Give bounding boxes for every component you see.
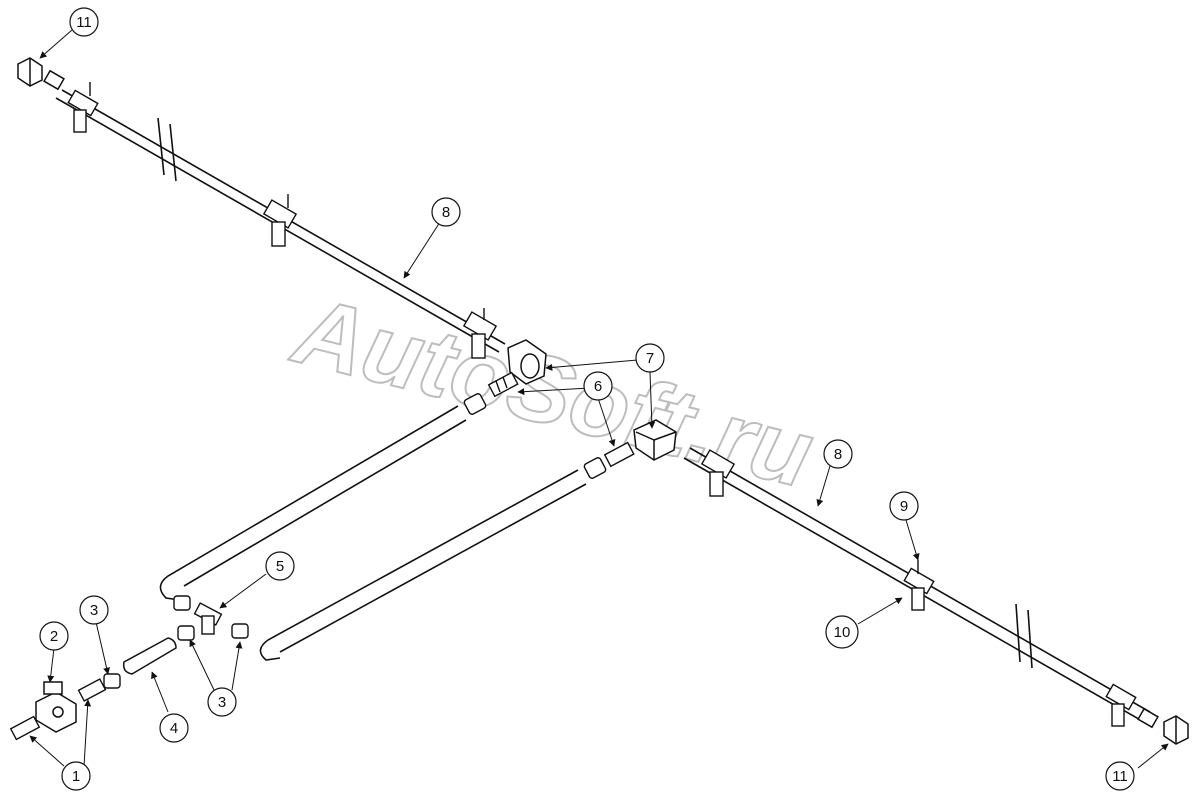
short-hose bbox=[122, 637, 177, 675]
callout-2: 2 bbox=[39, 621, 69, 651]
callout-4: 4 bbox=[159, 713, 189, 743]
callout-8-upper: 8 bbox=[431, 197, 461, 227]
hose-barb bbox=[77, 678, 107, 702]
callout-number: 1 bbox=[72, 768, 80, 785]
callout-number: 6 bbox=[594, 378, 602, 395]
hose-upper bbox=[159, 405, 467, 601]
hose-clamp bbox=[173, 595, 249, 641]
callout-6: 6 bbox=[583, 371, 613, 401]
tee-fitting bbox=[633, 419, 677, 461]
hose-barb bbox=[487, 371, 519, 398]
end-cap-bottom-right bbox=[1137, 707, 1189, 745]
nozzle-clamp bbox=[262, 194, 298, 247]
callout-number: 10 bbox=[834, 624, 851, 641]
callout-number: 7 bbox=[646, 350, 654, 367]
callout-3-left: 3 bbox=[79, 595, 109, 625]
leader-lines bbox=[29, 29, 1169, 769]
callout-number: 11 bbox=[76, 14, 92, 31]
callout-9: 9 bbox=[889, 491, 919, 521]
callout-1: 1 bbox=[61, 761, 91, 791]
nozzle-clamp bbox=[700, 449, 736, 497]
callout-number: 8 bbox=[442, 204, 450, 221]
callout-number: 2 bbox=[50, 628, 58, 645]
nozzle-clamp bbox=[67, 82, 99, 133]
nozzle-clamp bbox=[462, 308, 498, 359]
callout-3-bottom: 3 bbox=[207, 687, 237, 717]
hose-clamp bbox=[103, 673, 121, 689]
callout-number: 8 bbox=[834, 446, 842, 463]
tee-fitting-small bbox=[193, 602, 223, 635]
callout-7: 7 bbox=[635, 343, 665, 373]
hose-lower bbox=[259, 469, 587, 661]
callout-number: 5 bbox=[276, 558, 284, 575]
callout-11-bottom: 11 bbox=[1105, 761, 1135, 791]
hose-clamp bbox=[583, 457, 607, 479]
callout-10: 10 bbox=[825, 615, 859, 649]
callout-11-top: 11 bbox=[69, 7, 99, 37]
valve-body bbox=[35, 681, 77, 733]
hose-barb bbox=[603, 441, 635, 468]
end-cap-top-left bbox=[17, 57, 65, 91]
callout-number: 11 bbox=[1112, 768, 1128, 785]
callout-number: 3 bbox=[90, 602, 98, 619]
callout-number: 3 bbox=[218, 694, 226, 711]
callout-number: 9 bbox=[900, 498, 908, 515]
nozzle-clamp bbox=[1105, 683, 1137, 727]
elbow-fitting bbox=[507, 339, 547, 385]
callout-number: 4 bbox=[170, 720, 178, 737]
watermark-text: AutoSoft.ru bbox=[283, 276, 823, 508]
hose-barb bbox=[9, 715, 41, 741]
hose-clamp bbox=[463, 393, 487, 415]
nozzle-clamp bbox=[903, 560, 935, 611]
callout-5: 5 bbox=[265, 551, 295, 581]
callout-8-lower: 8 bbox=[823, 439, 853, 469]
